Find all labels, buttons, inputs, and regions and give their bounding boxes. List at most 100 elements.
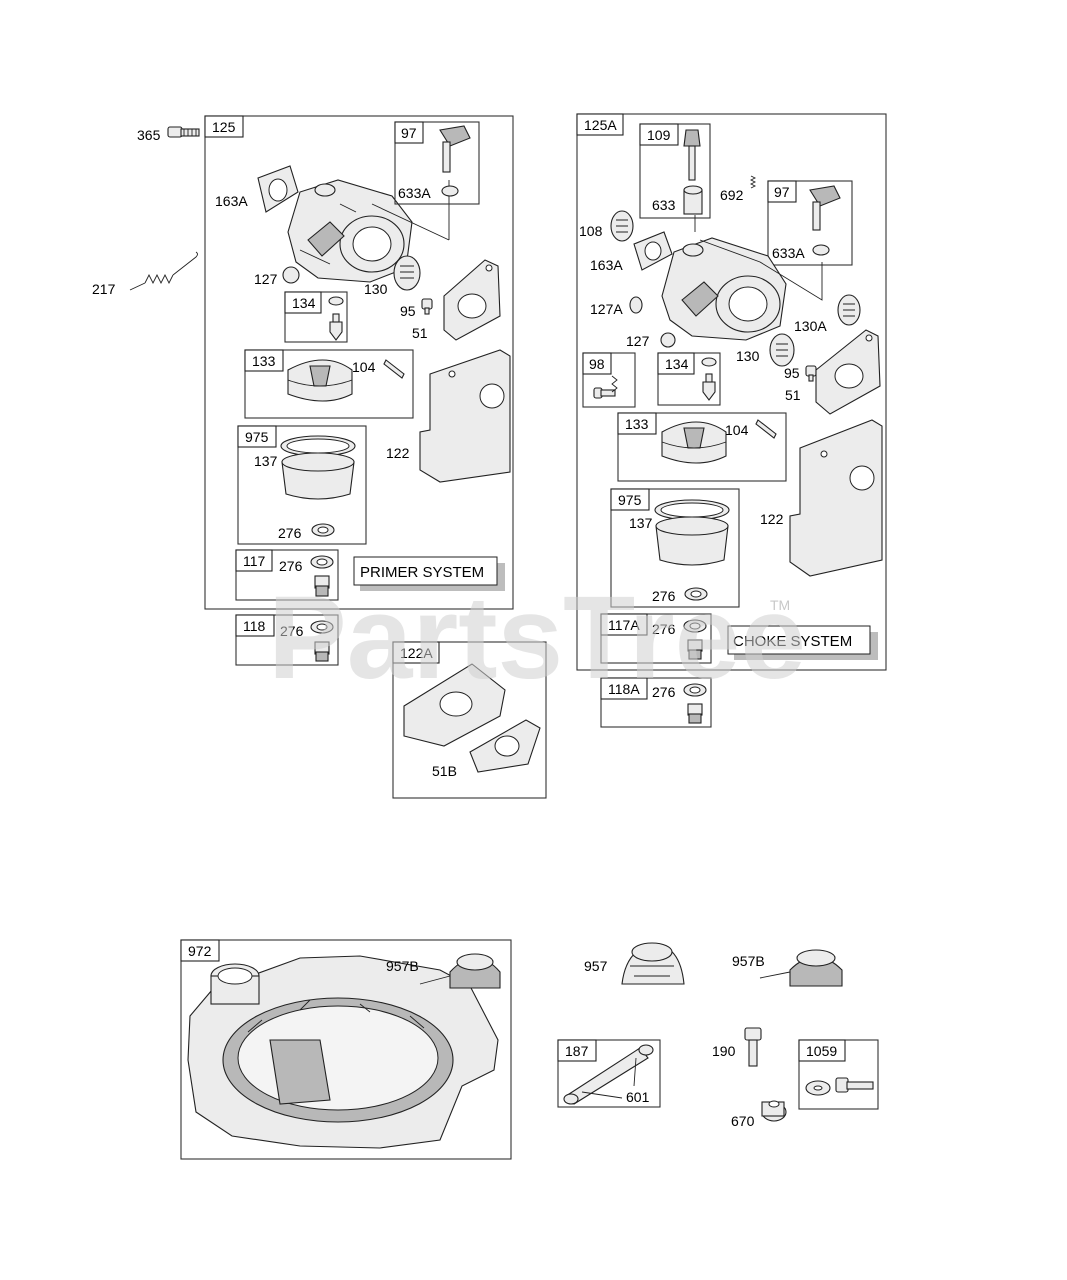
label-276-c: 276 (280, 623, 304, 639)
label-957B-tank: 957B (386, 958, 419, 974)
spacer-122-right-icon (789, 419, 883, 577)
box-122A: 122A 51B (392, 641, 547, 799)
label-633A-left: 633A (398, 185, 431, 201)
label-276-f: 276 (652, 684, 676, 700)
label-104-right: 104 (725, 422, 749, 438)
label-670: 670 (731, 1113, 755, 1129)
choke-shaft-icon (439, 125, 471, 197)
box-label-122A: 122A (400, 645, 433, 661)
label-95-left: 95 (400, 303, 416, 319)
label-51-left: 51 (412, 325, 428, 341)
label-276-b: 276 (279, 558, 303, 574)
label-51B: 51B (432, 763, 457, 779)
choke-shaft-right-icon (809, 185, 841, 256)
choke-system-tag: CHOKE SYSTEM (727, 625, 878, 660)
label-163A-right: 163A (590, 257, 623, 273)
box-label-133-left: 133 (252, 353, 276, 369)
label-137-right: 137 (629, 515, 653, 531)
label-130-right: 130 (736, 348, 760, 364)
screw-95-right-icon (805, 365, 817, 382)
box-label-118A: 118A (608, 681, 640, 697)
label-276-e: 276 (652, 621, 676, 637)
screen-130A-icon (837, 294, 861, 326)
box-label-117: 117 (243, 553, 266, 569)
label-127-right: 127 (626, 333, 650, 349)
fuel-tank-icon (187, 955, 499, 1149)
box-118: 118 276 (235, 614, 339, 666)
carburetor-body-icon (287, 179, 413, 283)
primer-system-tag: PRIMER SYSTEM (353, 556, 505, 591)
label-217: 217 (92, 281, 116, 297)
label-51-right: 51 (785, 387, 801, 403)
gasket-163A-right-icon (633, 231, 673, 271)
assembly-125A: 125A 109 633 692 97 633A 108 (576, 113, 887, 671)
box-label-133-right: 133 (625, 416, 649, 432)
fuel-bowl-right-icon (654, 499, 730, 601)
gasket-51-right-icon (815, 329, 881, 415)
label-633: 633 (652, 197, 676, 213)
float-right-icon (661, 421, 727, 464)
fuel-bowl-icon (280, 435, 356, 537)
primer-system-label: PRIMER SYSTEM (360, 564, 484, 581)
box-label-118: 118 (243, 618, 266, 634)
plug-127-icon (282, 266, 300, 284)
pin-104-right-icon (755, 419, 777, 439)
choke-system-label: CHOKE SYSTEM (733, 633, 852, 650)
screw-95-icon (421, 298, 433, 315)
carburetor-body-right-icon (661, 237, 787, 341)
box-label-97-left: 97 (401, 125, 417, 141)
gasket-163A-icon (257, 165, 299, 213)
label-127A: 127A (590, 301, 623, 317)
bowl-nut-117A-icon (683, 619, 707, 660)
needle-valve-right-icon (701, 357, 717, 401)
label-130-left: 130 (364, 281, 388, 297)
box-label-117A: 117A (608, 617, 640, 633)
label-633A-right: 633A (772, 245, 805, 261)
fitting-190: 190 (712, 1027, 762, 1067)
label-122-right: 122 (760, 511, 784, 527)
plate-108-icon (610, 210, 634, 242)
watermark-tm: TM (770, 597, 790, 613)
label-108: 108 (579, 223, 603, 239)
fuel-cap-957B: 957B (732, 949, 843, 987)
gasket-51-icon (443, 259, 501, 341)
box-label-134-left: 134 (292, 295, 316, 311)
label-190: 190 (712, 1043, 736, 1059)
box-label-972: 972 (188, 943, 212, 959)
label-601: 601 (626, 1089, 650, 1105)
spring-217-icon (129, 251, 198, 291)
label-130A: 130A (794, 318, 827, 334)
box-1059: 1059 (798, 1039, 879, 1110)
box-label-109: 109 (647, 127, 671, 143)
bolt-365-icon (167, 126, 200, 138)
box-label-187: 187 (565, 1043, 589, 1059)
box-label-975-left: 975 (245, 429, 269, 445)
bolt-washer-1059-icon (805, 1077, 874, 1096)
box-label-975-right: 975 (618, 492, 642, 508)
assembly-125: 125 365 217 163A (92, 115, 514, 610)
label-127-left: 127 (254, 271, 278, 287)
box-label-125: 125 (212, 119, 236, 135)
plug-127A-icon (629, 296, 643, 314)
label-276-d: 276 (652, 588, 676, 604)
box-label-1059: 1059 (806, 1043, 837, 1059)
label-957: 957 (584, 958, 608, 974)
label-957B-right: 957B (732, 953, 765, 969)
plug-127-right-icon (660, 332, 676, 348)
screw-98-icon (593, 375, 618, 399)
screen-130-icon (393, 255, 421, 291)
idle-screw-109-icon (683, 129, 703, 215)
pin-104-icon (383, 359, 405, 379)
spacer-670: 670 (731, 1100, 787, 1129)
fuel-line-icon (563, 1044, 654, 1105)
box-label-125A: 125A (584, 117, 617, 133)
fuel-cap-957B-tank-icon (419, 953, 501, 989)
float-icon (287, 359, 353, 402)
box-972: 972 957B (180, 939, 512, 1160)
label-137-left: 137 (254, 453, 278, 469)
needle-valve-icon (328, 296, 344, 341)
label-163A-left: 163A (215, 193, 248, 209)
box-label-98: 98 (589, 356, 605, 372)
bowl-nut-117-icon (310, 555, 334, 597)
